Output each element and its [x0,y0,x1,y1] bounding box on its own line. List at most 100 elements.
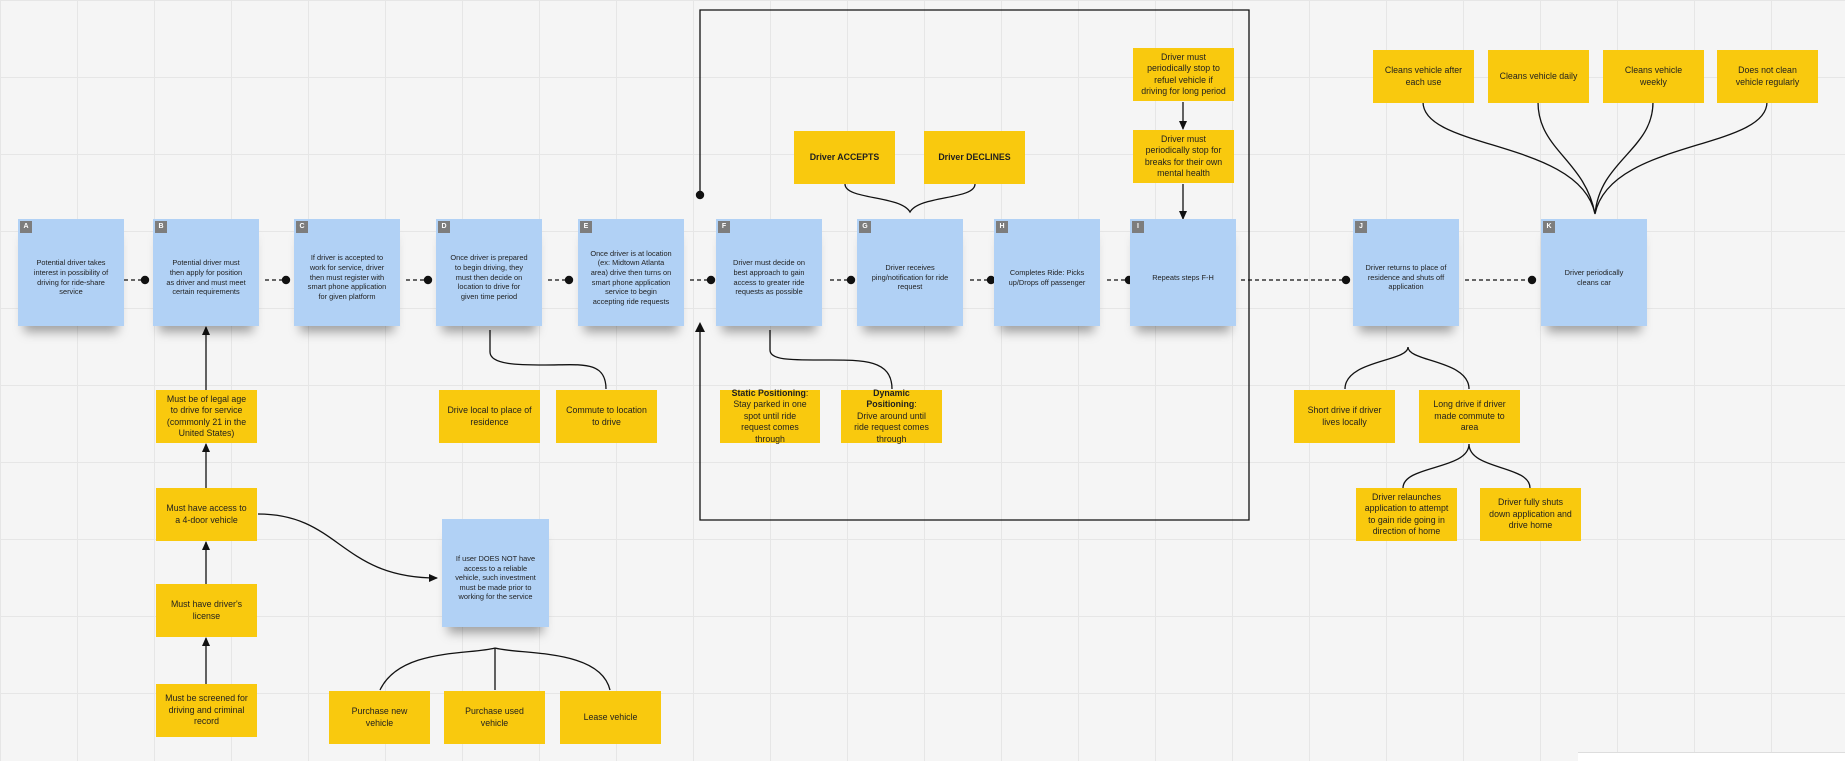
commute-short-drive-text: Short drive if driver lives locally [1307,405,1382,427]
static-positioning-content: Static Positioning:Stay parked in one sp… [731,387,809,444]
dot-c [281,275,291,285]
dot-e [564,275,574,285]
dot-f [706,275,716,285]
step-g-tag: G [859,221,871,233]
step-c-text: If driver is accepted to work for servic… [307,253,387,301]
step-j-note[interactable]: J Driver returns to place of residence a… [1353,219,1459,326]
step-i-tag: I [1132,221,1144,233]
step-c-note[interactable]: C If driver is accepted to work for serv… [294,219,400,326]
step-h-text: Completes Ride: Picks up/Drops off passe… [1008,267,1086,287]
loop-arrow-head [695,322,705,332]
step-f-text: Driver must decide on best approach to g… [733,258,805,297]
step-k-text: Driver periodically cleans car [1564,267,1624,287]
step-b-note[interactable]: B Potential driver must then apply for p… [153,219,259,326]
step-e-text: Once driver is at location (ex: Midtown … [590,248,672,306]
step-b-tag: B [155,221,167,233]
arrow-vehicle-note [257,513,438,582]
long-drive-shut-down[interactable]: Driver fully shuts down application and … [1480,488,1581,541]
bracket-commute [1344,346,1470,390]
static-positioning-text: Stay parked in one spot until ride reque… [733,399,807,444]
commute-long-drive[interactable]: Long drive if driver made commute to are… [1419,390,1520,443]
vehicle-investment-note[interactable]: If user DOES NOT have access to a reliab… [442,519,549,627]
bracket-vehicle-options [379,647,611,691]
dot-loop-top [695,190,705,200]
step-e-note[interactable]: E Once driver is at location (ex: Midtow… [578,219,684,326]
requirement-drivers-license[interactable]: Must have driver's license [156,584,257,637]
connector-dots [140,190,1537,332]
step-d-text: Once driver is prepared to begin driving… [450,253,528,301]
step-g-text: Driver receives ping/notification for ri… [871,263,949,292]
step-d-note[interactable]: D Once driver is prepared to begin drivi… [436,219,542,326]
step-j-text: Driver returns to place of residence and… [1365,263,1447,292]
requirement-screening-text: Must be screened for driving and crimina… [165,693,248,727]
break-refuel-note[interactable]: Driver must periodically stop to refuel … [1133,48,1234,101]
requirement-four-door-vehicle-text: Must have access to a 4-door vehicle [166,503,247,525]
bracket-long-drive [1402,443,1531,489]
option-commute[interactable]: Commute to location to drive [556,390,657,443]
step-i-text: Repeats steps F-H [1152,272,1214,282]
option-drive-local-text: Drive local to place of residence [447,405,532,427]
step-d-tag: D [438,221,450,233]
dot-d [423,275,433,285]
commute-short-drive[interactable]: Short drive if driver lives locally [1294,390,1395,443]
step-f-note[interactable]: F Driver must decide on best approach to… [716,219,822,326]
option-commute-text: Commute to location to drive [566,405,647,427]
option-drive-local[interactable]: Drive local to place of residence [439,390,540,443]
option-purchase-used-text: Purchase used vehicle [465,706,524,728]
dot-g [846,275,856,285]
step-i-note[interactable]: I Repeats steps F-H [1130,219,1236,326]
step-a-note[interactable]: A Potential driver takes interest in pos… [18,219,124,326]
break-refuel-text: Driver must periodically stop to refuel … [1141,51,1226,96]
requirement-legal-age-text: Must be of legal age to drive for servic… [166,393,247,438]
long-drive-relaunch-text: Driver relaunches application to attempt… [1364,491,1449,536]
dot-h [986,275,996,285]
option-lease[interactable]: Lease vehicle [560,691,661,744]
cleaning-weekly[interactable]: Cleans vehicle weekly [1603,50,1704,103]
long-drive-relaunch[interactable]: Driver relaunches application to attempt… [1356,488,1457,541]
dynamic-positioning-label: Dynamic Positioning [866,387,915,410]
cleaning-after-each-use[interactable]: Cleans vehicle after each use [1373,50,1474,103]
step-b-text: Potential driver must then apply for pos… [166,258,246,297]
step-k-note[interactable]: K Driver periodically cleans car [1541,219,1647,326]
requirement-legal-age[interactable]: Must be of legal age to drive for servic… [156,390,257,443]
dot-b [140,275,150,285]
option-purchase-new[interactable]: Purchase new vehicle [329,691,430,744]
bottom-toolbar-strip [1578,752,1845,761]
cleaning-daily[interactable]: Cleans vehicle daily [1488,50,1589,103]
dot-j [1341,275,1351,285]
option-purchase-used[interactable]: Purchase used vehicle [444,691,545,744]
cleaning-irregular[interactable]: Does not clean vehicle regularly [1717,50,1818,103]
fan-cleaning [1422,101,1768,215]
static-positioning-label: Static Positioning [731,387,806,398]
response-accepts[interactable]: Driver ACCEPTS [794,131,895,184]
dynamic-positioning-note[interactable]: Dynamic Positioning:Drive around until r… [841,387,942,444]
bracket-positioning [769,330,893,390]
requirement-screening[interactable]: Must be screened for driving and crimina… [156,684,257,737]
cleaning-weekly-text: Cleans vehicle weekly [1624,65,1683,87]
option-lease-text: Lease vehicle [583,711,638,722]
response-accepts-text: Driver ACCEPTS [809,151,880,162]
step-e-tag: E [580,221,592,233]
long-drive-shut-down-text: Driver fully shuts down application and … [1489,497,1572,531]
loop-frame [699,9,1250,521]
break-mental-health-note[interactable]: Driver must periodically stop for breaks… [1133,130,1234,183]
step-h-note[interactable]: H Completes Ride: Picks up/Drops off pas… [994,219,1100,326]
requirement-four-door-vehicle[interactable]: Must have access to a 4-door vehicle [156,488,257,541]
step-a-tag: A [20,221,32,233]
cleaning-daily-text: Cleans vehicle daily [1499,70,1578,81]
static-positioning-note[interactable]: Static Positioning:Stay parked in one sp… [720,387,820,444]
step-f-tag: F [718,221,730,233]
break-mental-health-text: Driver must periodically stop for breaks… [1144,133,1223,178]
requirement-drivers-license-text: Must have driver's license [170,599,243,621]
step-g-note[interactable]: G Driver receives ping/notification for … [857,219,963,326]
commute-long-drive-text: Long drive if driver made commute to are… [1433,399,1506,433]
step-k-tag: K [1543,221,1555,233]
response-declines-text: Driver DECLINES [938,151,1011,162]
response-declines[interactable]: Driver DECLINES [924,131,1025,184]
bracket-responses [844,183,976,214]
option-purchase-new-text: Purchase new vehicle [351,706,408,728]
dynamic-positioning-content: Dynamic Positioning:Drive around until r… [854,387,929,444]
dot-k [1527,275,1537,285]
